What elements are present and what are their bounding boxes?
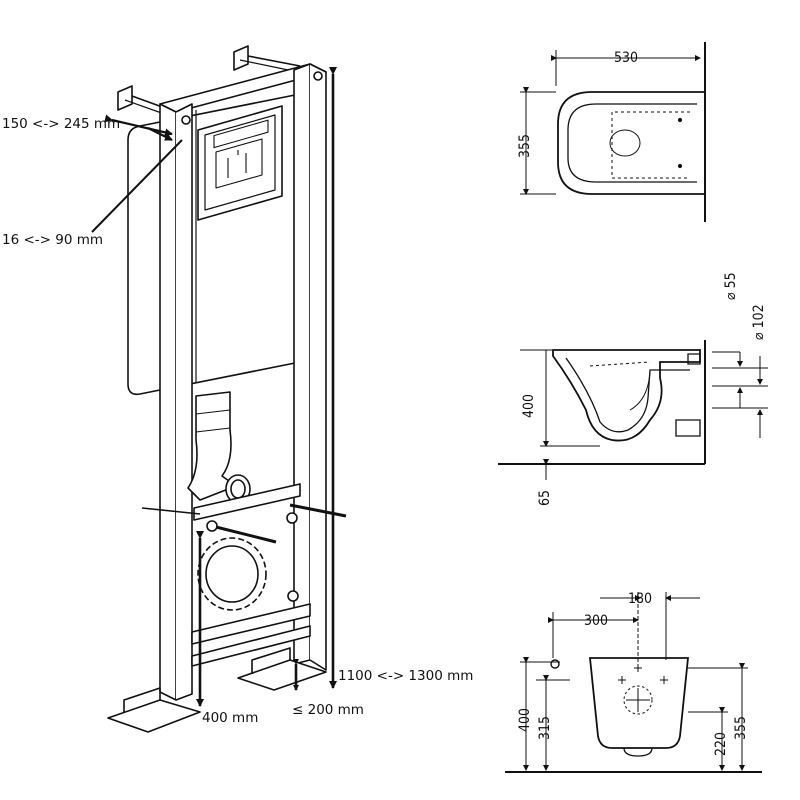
- bowl-outline-top: [557, 91, 705, 195]
- seat-height-label: 400: [521, 393, 537, 418]
- pipe-large-label: ⌀ 102: [751, 304, 767, 340]
- front-view-drawing: [505, 592, 762, 773]
- foot-height-label: ≤ 200 mm: [292, 702, 364, 718]
- centre-to-fix-label: 180: [628, 591, 653, 607]
- pipe-small-label: ⌀ 55: [723, 272, 739, 300]
- bolt-height-label: 400 mm: [202, 710, 259, 726]
- left-upright: [159, 103, 177, 701]
- top-view-drawing: [520, 42, 706, 222]
- bracket-depth-label: 150 <-> 245 mm: [2, 116, 121, 132]
- fix-spacing-label: 300: [584, 613, 609, 629]
- inlet-height-label: 315: [537, 715, 553, 740]
- bowl-outline-front: [589, 657, 689, 749]
- installation-frame: [107, 45, 347, 733]
- outlet-height-label: 220: [713, 731, 729, 756]
- bowl-height-label: 355: [733, 715, 749, 740]
- top-depth-label: 355: [517, 133, 533, 158]
- side-view-drawing: [498, 340, 768, 480]
- height-range-label: 1100 <-> 1300 mm: [338, 668, 474, 684]
- top-width-label: 530: [614, 50, 639, 66]
- right-upright: [293, 63, 311, 665]
- bracket-offset-label: 16 <-> 90 mm: [2, 232, 104, 248]
- bowl-outline-side: [552, 349, 701, 442]
- top-bracket-right: [233, 45, 301, 71]
- right-foot: [237, 659, 327, 691]
- left-foot: [107, 699, 201, 733]
- front-height-label: 400: [517, 707, 533, 732]
- frame-dimension-lines: [91, 67, 337, 707]
- floor-gap-label: 65: [537, 489, 553, 506]
